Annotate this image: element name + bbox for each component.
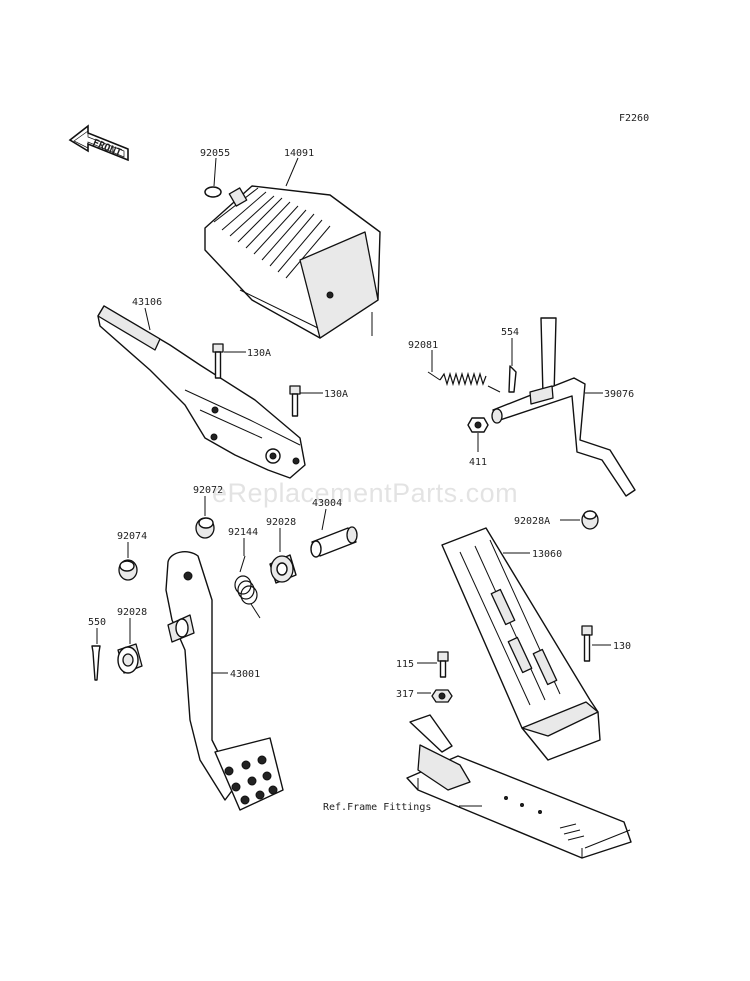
pin-554 — [508, 365, 517, 393]
label-ref-frame-fittings: Ref.Frame Fittings — [323, 802, 431, 813]
pedal-grip-holes — [224, 755, 278, 805]
label-130: 130 — [613, 641, 631, 652]
label-43001: 43001 — [230, 669, 260, 680]
bushing-92028-2 — [117, 643, 143, 674]
bushing-92028-1 — [269, 554, 297, 584]
label-13060: 13060 — [532, 549, 562, 560]
cap-92074 — [118, 559, 138, 581]
plate-13060 — [441, 527, 601, 761]
nut-411 — [467, 417, 489, 433]
label-554: 554 — [501, 327, 519, 338]
frame-fittings — [406, 714, 632, 859]
label-14091: 14091 — [284, 148, 314, 159]
bolt-115 — [437, 651, 449, 678]
label-550: 550 — [88, 617, 106, 628]
label-130a-1: 130A — [247, 348, 271, 359]
label-92074: 92074 — [117, 531, 147, 542]
lever-43106 — [97, 305, 306, 479]
bolt-130a-1 — [212, 343, 224, 379]
label-43106: 43106 — [132, 297, 162, 308]
label-130a-2: 130A — [324, 389, 348, 400]
label-317: 317 — [396, 689, 414, 700]
o-ring-92055 — [204, 186, 222, 198]
shaft-43004 — [310, 526, 358, 558]
label-92144: 92144 — [228, 527, 258, 538]
bushing-92072 — [195, 517, 215, 539]
label-92028-2: 92028 — [117, 607, 147, 618]
label-92072: 92072 — [193, 485, 223, 496]
diagram-code: F2260 — [619, 113, 649, 124]
pin-550 — [91, 645, 101, 681]
leader-lines — [96, 157, 611, 807]
bushing-92028a — [581, 510, 599, 530]
rod-39076 — [491, 317, 636, 497]
front-arrow-icon: FRONT — [68, 124, 129, 162]
nut-317 — [431, 689, 453, 703]
label-411: 411 — [469, 457, 487, 468]
watermark: eReplacementParts.com — [212, 478, 518, 508]
bolt-130 — [581, 625, 593, 662]
spring-92081 — [427, 371, 501, 393]
label-39076: 39076 — [604, 389, 634, 400]
label-92028-1: 92028 — [266, 517, 296, 528]
label-92028a: 92028A — [514, 516, 550, 527]
label-115: 115 — [396, 659, 414, 670]
pedal-43001 — [165, 551, 284, 811]
label-92081: 92081 — [408, 340, 438, 351]
spring-92144 — [234, 555, 261, 619]
boot-14091 — [204, 185, 381, 339]
label-92055: 92055 — [200, 148, 230, 159]
bolt-130a-2 — [289, 385, 301, 417]
label-43004: 43004 — [312, 498, 342, 509]
